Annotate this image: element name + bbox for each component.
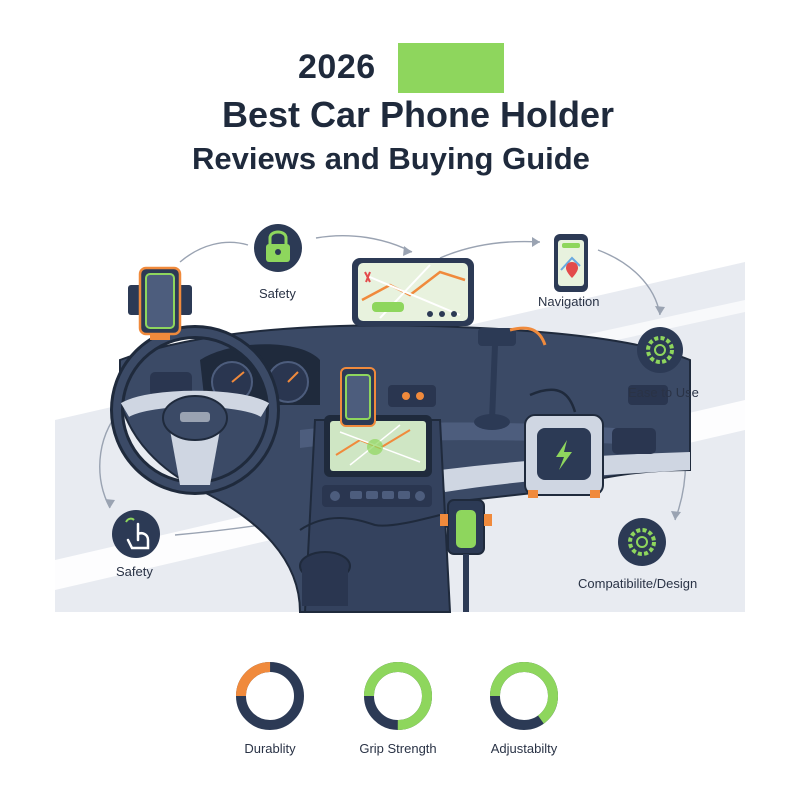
touch-icon	[112, 510, 160, 558]
donut-fill	[490, 662, 558, 730]
wireless-charger	[524, 388, 604, 498]
charging-icon	[556, 440, 572, 470]
vent-left	[150, 372, 192, 396]
rating-label-grip-strength: Grip Strength	[359, 741, 437, 756]
donut-fill	[364, 662, 432, 730]
rating-label-durability: Durablity	[244, 741, 296, 756]
page-title: Best Car Phone Holder	[221, 94, 615, 135]
donut-fill	[236, 662, 304, 730]
gear-icon	[637, 327, 683, 373]
feature-label-safety-top: Safety	[259, 286, 296, 301]
feature-label-safety-left: Safety	[116, 564, 153, 579]
feature-label-compatibility: Compatibilite/Design	[578, 576, 698, 591]
vent-right	[612, 428, 656, 454]
vent-phone-holder	[340, 367, 376, 427]
gear-icon	[618, 518, 666, 566]
arm-phone-holder	[474, 326, 547, 430]
title-accent-bar	[398, 43, 504, 93]
page-subtitle: Reviews and Buying Guide	[192, 141, 590, 176]
cupholder-phone-mount	[440, 499, 492, 612]
rating-label-adjustability: Adjustabilty	[490, 741, 558, 756]
feature-label-ease-of-use: Ease to Use	[628, 385, 699, 400]
standalone-phone-holder	[128, 266, 192, 340]
feature-label-navigation: Navigation	[538, 294, 600, 309]
map-icon	[554, 234, 588, 292]
rating-donuts	[236, 662, 558, 730]
steering-wheel	[110, 325, 280, 495]
vent-center	[388, 385, 436, 407]
lock-icon	[254, 224, 302, 272]
title-year: 2026	[298, 48, 376, 86]
landscape-phone-map	[352, 258, 474, 326]
